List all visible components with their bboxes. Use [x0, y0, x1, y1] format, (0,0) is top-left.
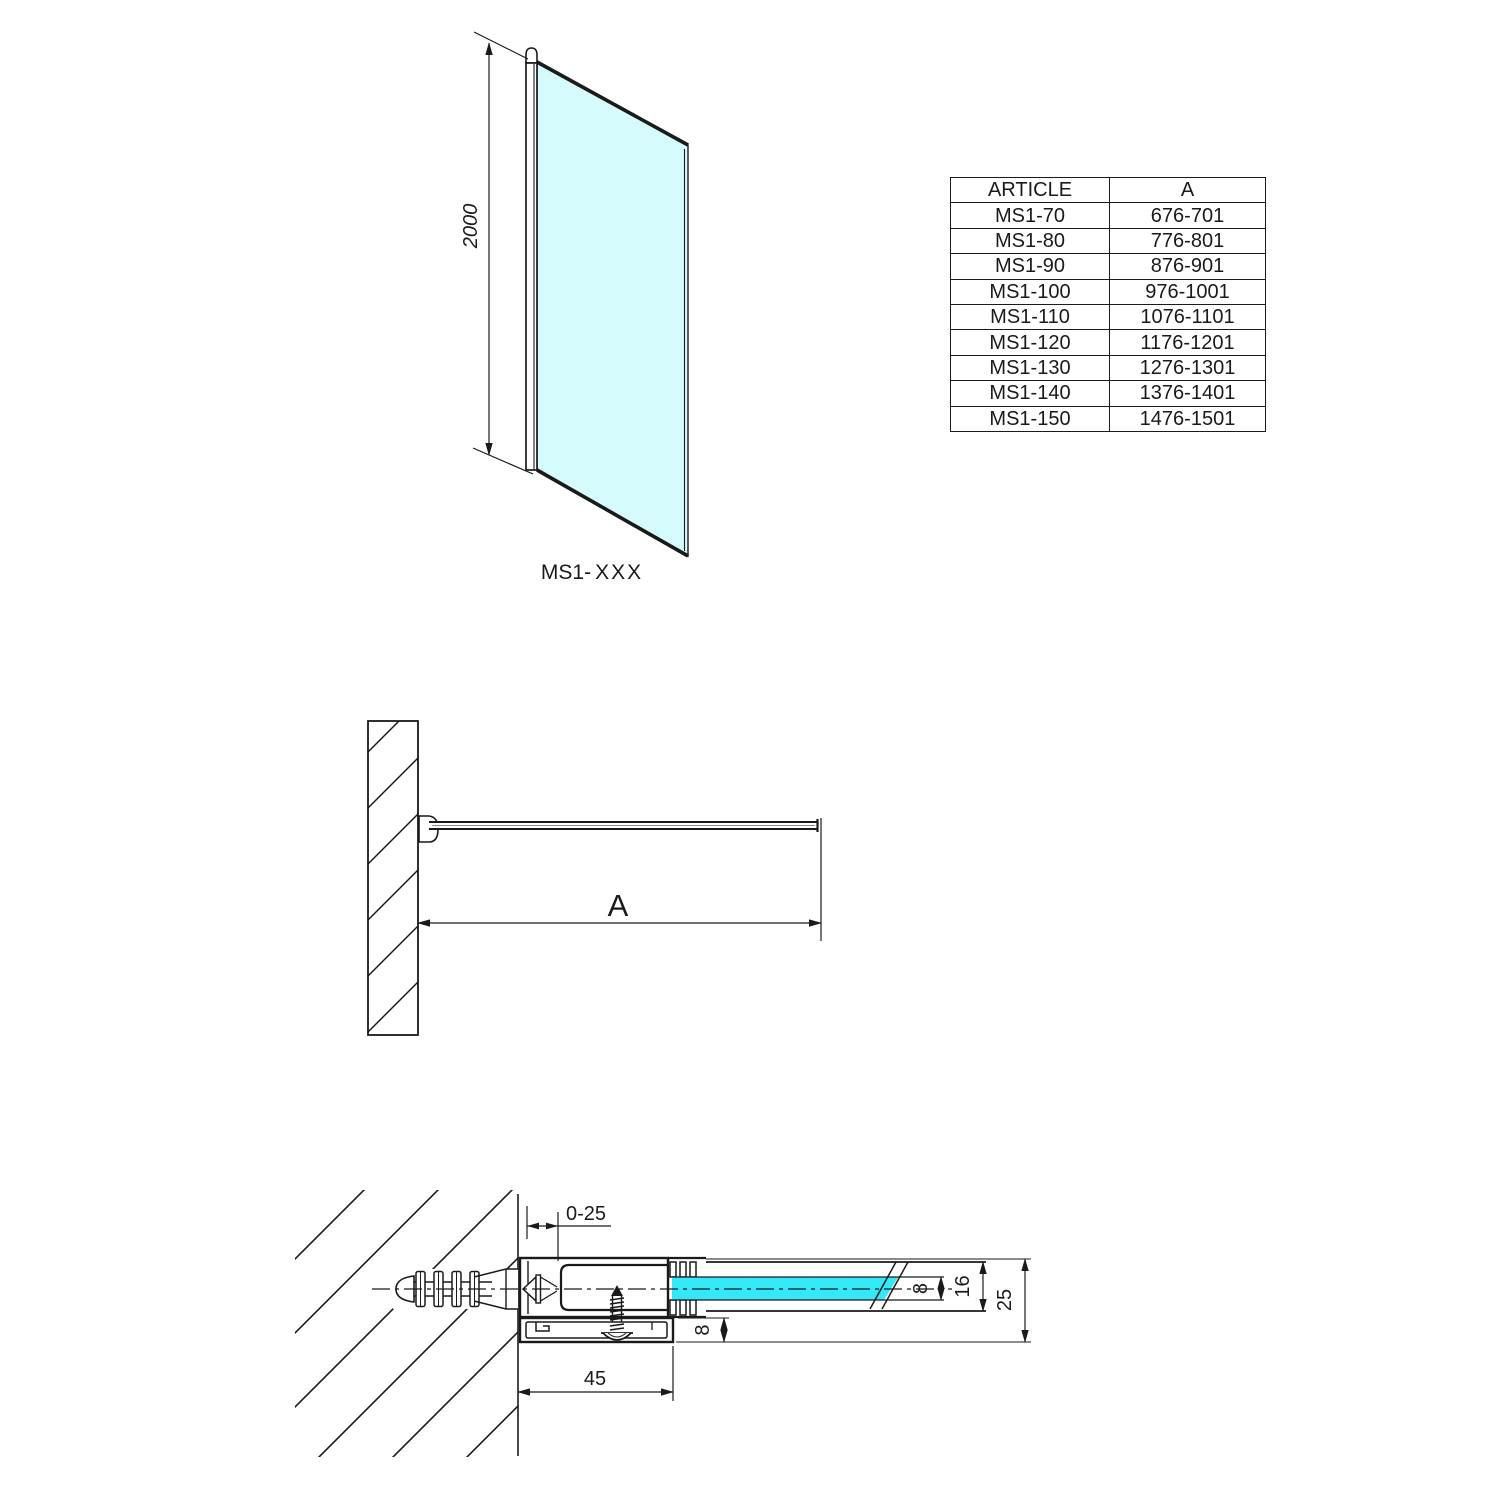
glass-top-edge [536, 60, 689, 147]
profile-top-cap [525, 47, 538, 64]
dimension-cell: 676-701 [1109, 202, 1266, 229]
arrowhead-right [546, 1222, 558, 1230]
width-dimension-label: A [608, 888, 629, 923]
vertical-fixing-screw [601, 1285, 633, 1341]
height-dimension-label: 2000 [460, 204, 482, 250]
product-code-prefix: MS1- [541, 561, 591, 584]
dimension-cell: 976-1001 [1109, 278, 1266, 305]
screw-threads [609, 1297, 625, 1331]
clamp-height-label: 16 [952, 1275, 974, 1297]
dimension-insertion-range: 0-25 [526, 1203, 611, 1261]
rib-tooth [689, 1299, 697, 1316]
screw-cone-line-top [540, 1276, 558, 1288]
dimension-width-a: A [417, 818, 822, 941]
header-article: ARTICLE [950, 176, 1110, 204]
glass-pocket-contour [559, 1263, 668, 1312]
profile-outer-body [518, 1256, 670, 1319]
dimension-profile-width: 45 [517, 1346, 674, 1401]
dimension-clamp-height: 16 [952, 1261, 987, 1312]
trim-inner-contour [525, 1321, 668, 1339]
profile-height-label: 25 [994, 1289, 1016, 1311]
dimension-cell: 876-901 [1109, 253, 1266, 280]
article-cell: MS1-150 [950, 405, 1110, 432]
dimension-cell: 1476-1501 [1109, 405, 1266, 432]
table-row: MS1-70 676-701 [950, 202, 1266, 229]
rib-tooth [669, 1299, 677, 1316]
table-header-row: ARTICLE A [950, 176, 1266, 204]
dimension-glass-thickness: 8 [910, 1276, 945, 1301]
table-row: MS1-130 1276-1301 [950, 354, 1266, 382]
glass-thickness-label: 8 [910, 1283, 932, 1294]
profile-width-label: 45 [584, 1368, 606, 1390]
bottom-trim-profile [518, 1316, 675, 1344]
glass-plan-view [428, 819, 819, 832]
dimension-height-2000: 2000 [460, 31, 534, 475]
extension-line-top [473, 31, 529, 60]
elevation-view: 2000 MS1-XXX [460, 31, 689, 584]
dimension-trim-height: 8 [678, 1317, 729, 1343]
table-row: MS1-100 976-1001 [950, 278, 1266, 305]
insertion-range-label: 0-25 [566, 1203, 606, 1225]
arrowhead-left [527, 1222, 539, 1230]
article-cell: MS1-70 [950, 202, 1110, 229]
article-cell: MS1-140 [950, 380, 1110, 407]
article-cell: MS1-80 [950, 227, 1110, 255]
wall-plan-hatched [367, 720, 419, 1036]
table-row: MS1-150 1476-1501 [950, 405, 1266, 432]
glass-section-fill [672, 1277, 898, 1300]
dimension-cell: 1176-1201 [1109, 329, 1266, 356]
article-dimension-table: ARTICLE A MS1-70 676-701 MS1-80 776-801 … [950, 176, 1266, 432]
dimension-cell: 776-801 [1109, 227, 1266, 255]
rib-tooth [679, 1299, 687, 1316]
dimension-cell: 1276-1301 [1109, 354, 1266, 382]
section-detail-view: 0-25 45 8 16 25 8 [295, 1190, 1031, 1457]
trim-clip-hook [535, 1322, 550, 1332]
glass-section [672, 1261, 944, 1310]
product-code-label: MS1-XXX [541, 561, 643, 584]
wall-profile-section [518, 1256, 670, 1319]
wall-section-hatch [295, 1190, 518, 1457]
extension-line-bottom [472, 447, 534, 475]
screw-head-dome-inner [607, 1332, 627, 1338]
dimension-cell: 1076-1101 [1109, 303, 1266, 331]
dimension-cell: 1376-1401 [1109, 380, 1266, 407]
break-line-left [869, 1261, 897, 1310]
product-code-suffix: XXX [595, 561, 643, 584]
article-cell: MS1-90 [950, 253, 1110, 280]
article-cell: MS1-130 [950, 354, 1110, 382]
article-cell: MS1-100 [950, 278, 1110, 305]
plan-view: A [367, 720, 822, 1036]
table-row: MS1-80 776-801 [950, 227, 1266, 255]
article-cell: MS1-110 [950, 303, 1110, 331]
table-row: MS1-110 1076-1101 [950, 303, 1266, 331]
trim-height-label: 8 [692, 1324, 714, 1335]
spec-table: ARTICLE A MS1-70 676-701 MS1-80 776-801 … [950, 176, 1266, 432]
article-cell: MS1-120 [950, 329, 1110, 356]
table-row: MS1-90 876-901 [950, 253, 1266, 280]
rib-tooth [669, 1261, 677, 1278]
wall-profile-strip [525, 62, 538, 471]
screw-tip [611, 1285, 623, 1296]
dimension-profile-height: 25 [676, 1258, 1031, 1343]
glass-bottom-edge [536, 468, 689, 558]
rib-tooth [689, 1261, 697, 1278]
screw-cone-line-bottom [540, 1290, 558, 1302]
table-row: MS1-120 1176-1201 [950, 329, 1266, 356]
rib-tooth [679, 1261, 687, 1278]
break-line-right [881, 1261, 909, 1310]
table-row: MS1-140 1376-1401 [950, 380, 1266, 407]
header-dimension-a: A [1109, 176, 1266, 204]
